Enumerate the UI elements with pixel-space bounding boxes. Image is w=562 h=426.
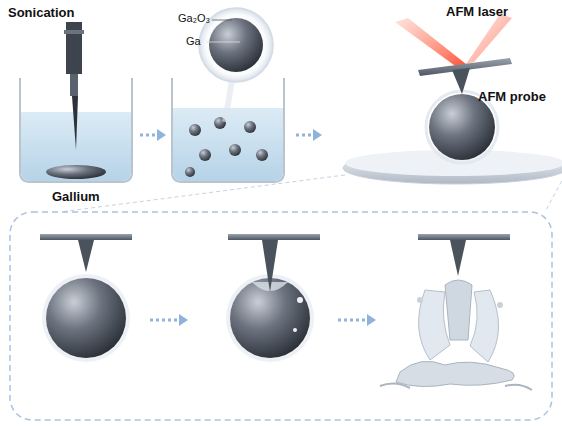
process-arrow — [140, 129, 166, 141]
zoom-guides — [60, 175, 562, 212]
detail-panel — [10, 212, 552, 420]
process-arrow — [296, 129, 322, 141]
beaker-sonication — [20, 22, 132, 182]
droplet-zoom — [199, 8, 273, 82]
process-arrow — [150, 314, 188, 326]
part-label: Ga — [186, 35, 201, 47]
part-label: AFM probe — [478, 90, 546, 104]
afm-setup — [343, 14, 562, 184]
part-label: Gallium — [52, 190, 100, 204]
beaker-droplets — [172, 78, 284, 182]
stage-approach — [40, 234, 132, 362]
part-label: AFM laser — [446, 5, 508, 19]
part-label: Sonication — [8, 6, 74, 20]
stage-indent — [226, 234, 320, 362]
part-label: Ga₂O₃ — [178, 12, 210, 24]
stage-rupture — [380, 234, 532, 390]
process-arrow — [338, 314, 376, 326]
